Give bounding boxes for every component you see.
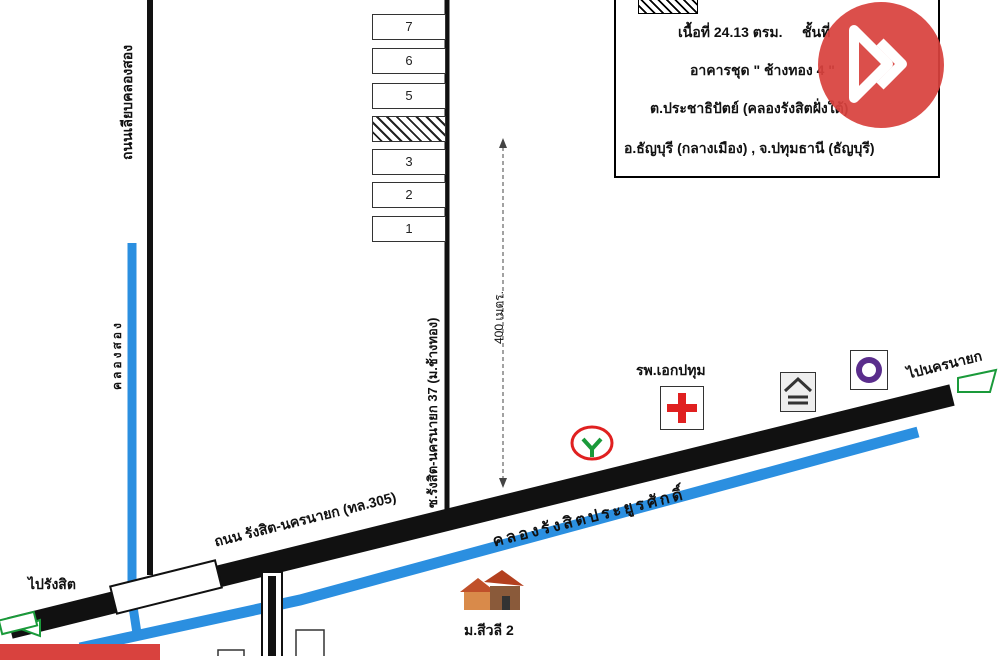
khlong-rangsit-canal <box>78 426 920 654</box>
road-left-label: ถนนเลียบคลองสอง <box>119 44 135 160</box>
soi-label: ซ.รังสิต-นครนายก 37 (ม.ช้างทอง) <box>425 317 440 508</box>
arrow-right-icon <box>957 368 998 393</box>
info-district: อ.ธัญบุรี (กลางเมือง) , จ.ปทุมธานี (ธัญบ… <box>624 140 875 156</box>
floor-3: 3 <box>372 149 446 175</box>
house-icon <box>458 568 528 612</box>
village-label: ม.สีวลี 2 <box>464 622 514 638</box>
scb-bank-icon <box>850 350 888 390</box>
info-area: เนื้อที่ 24.13 ตรม. ชั้นที่ <box>678 24 831 40</box>
kasikorn-bank-icon <box>569 423 615 463</box>
listing-tag <box>0 644 160 660</box>
bridge <box>109 559 223 615</box>
brand-logo-icon <box>818 2 944 128</box>
floor-2: 2 <box>372 182 446 208</box>
canal-left-label: คลองสอง <box>110 320 124 390</box>
hospital-icon <box>660 386 704 430</box>
info-building: อาคารชุด " ช้างทอง 4 " <box>690 62 835 78</box>
floor-1: 1 <box>372 216 446 242</box>
floor-5: 5 <box>372 83 446 109</box>
legend-hatch <box>638 0 698 14</box>
hospital-label: รพ.เอกปทุม <box>636 362 706 378</box>
info-subdistrict: ต.ประชาธิปัตย์ (คลองรังสิตฝั่งใต้) <box>650 100 849 116</box>
building-icon <box>780 372 816 412</box>
floor-4-highlighted <box>372 116 446 142</box>
floor-6: 6 <box>372 48 446 74</box>
floor-7: 7 <box>372 14 446 40</box>
to-rangsit-label: ไปรังสิต <box>28 576 76 592</box>
distance-label: 400 เมตร. <box>492 291 506 344</box>
